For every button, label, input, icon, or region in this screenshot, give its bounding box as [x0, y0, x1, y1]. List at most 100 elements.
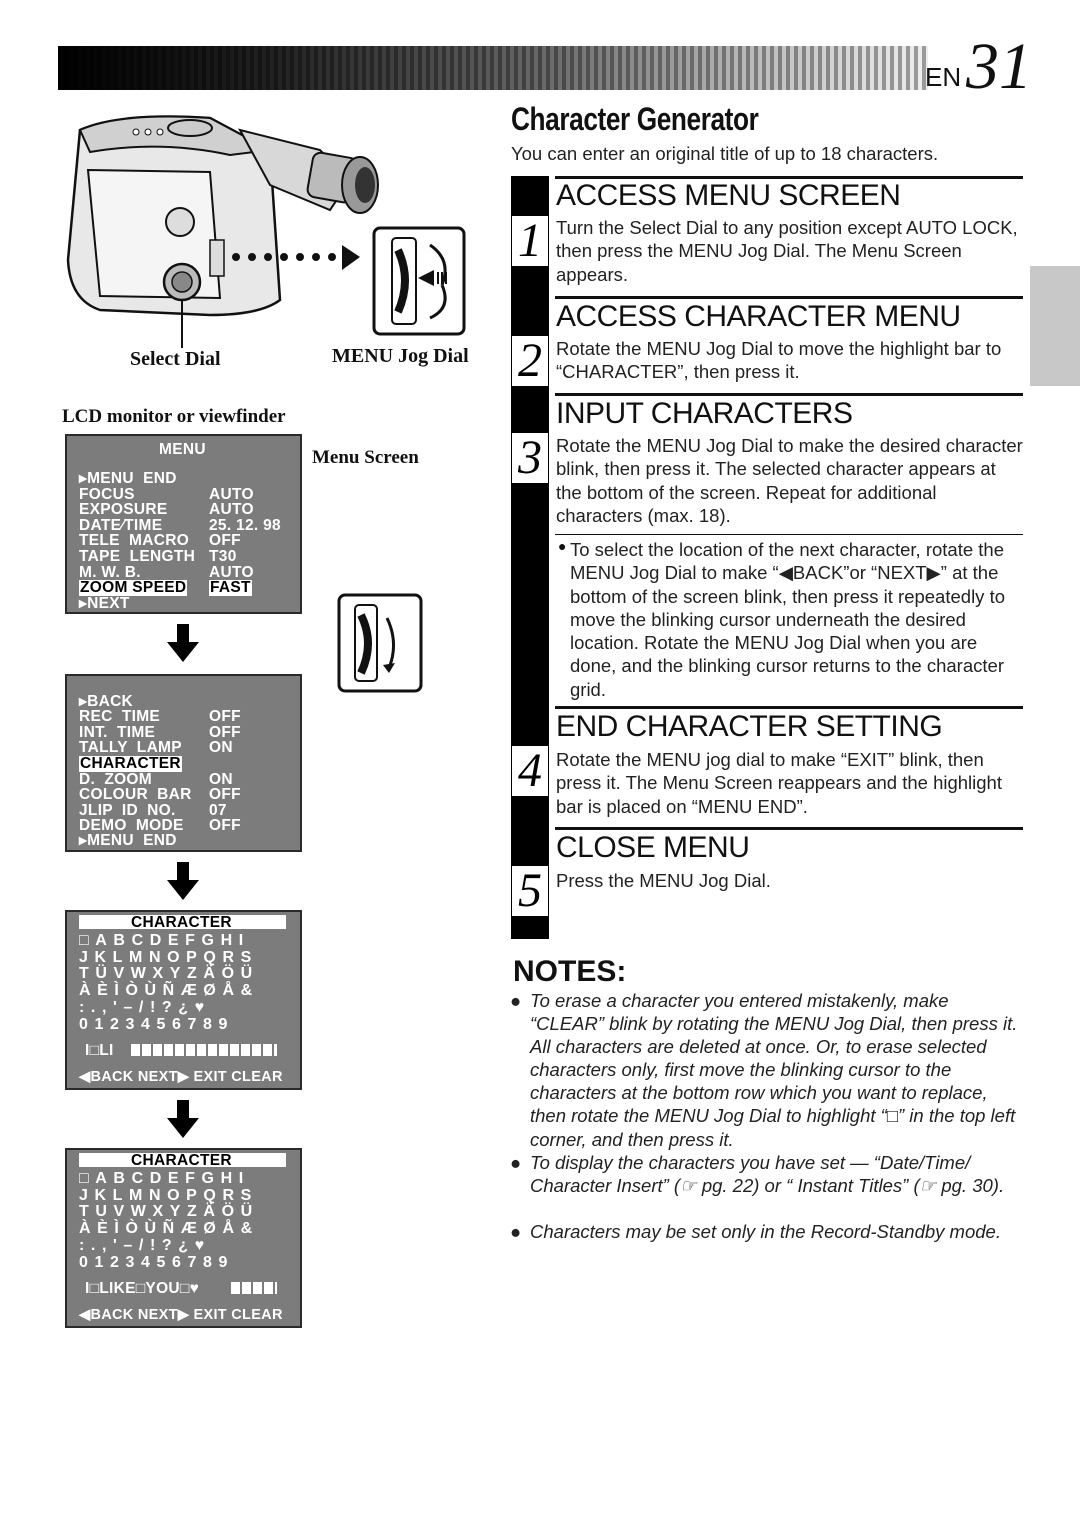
entered-characters: I□LI	[85, 1042, 114, 1059]
screen-footer: ◀BACK NEXT▶ EXIT CLEAR	[79, 1307, 283, 1323]
menu-screen-title: MENU	[159, 441, 206, 458]
menu-value: ON	[209, 739, 233, 756]
menu-row: DEMO MODE	[79, 817, 184, 834]
menu-row: REC TIME	[79, 708, 161, 725]
menu-row: FOCUS	[79, 486, 135, 503]
step-bullet-text: To select the location of the next chara…	[570, 539, 1005, 700]
step-text: Rotate the MENU Jog Dial to move the hig…	[556, 338, 1002, 383]
char-grid-row: 0123456789	[79, 1254, 234, 1271]
menu-value: OFF	[209, 724, 241, 741]
page-number: 31	[966, 30, 1032, 103]
note-text: Characters may be set only in the Record…	[530, 1221, 1001, 1242]
menu-value: OFF	[209, 817, 241, 834]
char-grid-row: TUVWXYZÄÖÜ	[79, 1203, 259, 1220]
menu-value: OFF	[209, 786, 241, 803]
page-title: Character Generator	[511, 101, 759, 137]
menu-value: AUTO	[209, 564, 254, 581]
step-text: Turn the Select Dial to any position exc…	[556, 217, 1018, 285]
menu-value: ON	[209, 771, 233, 788]
menu-row: M. W. B.	[79, 564, 141, 581]
bullet-icon: ●	[510, 1152, 522, 1173]
char-grid-row: :.,'–/!?¿♥	[79, 1237, 211, 1254]
character-result-screen: CHARACTER □ABCDEFGHI JKLMNOPQRS TUVWXYZÄ…	[65, 1148, 302, 1328]
menu-row: ▸BACK	[79, 693, 134, 710]
jog-dial-rotate-icon	[337, 593, 423, 693]
menu-row: DATE∕TIME	[79, 517, 163, 534]
menu-value: 25. 12. 98	[209, 517, 281, 534]
section-tab	[1030, 266, 1080, 386]
character-menu-screen: ▸BACK REC TIME OFF INT. TIME OFF TALLY L…	[65, 674, 302, 852]
title-bar	[79, 1153, 286, 1167]
step-rule	[555, 827, 1023, 830]
menu-value: T30	[209, 548, 237, 565]
character-screen-title: CHARACTER	[131, 914, 232, 931]
note-item: ● To display the characters you have set…	[510, 1151, 1025, 1223]
char-grid-row: 0123456789	[79, 1016, 234, 1033]
menu-row-highlighted: CHARACTER	[79, 755, 182, 772]
char-grid-row: □ABCDEFGHI	[79, 932, 250, 949]
menu-row-highlighted: ZOOM SPEED	[79, 579, 188, 596]
menu-value-blinking: FAST	[209, 579, 252, 596]
jog-dial-label: MENU Jog Dial	[332, 345, 469, 367]
page-subtitle: You can enter an original title of up to…	[511, 143, 939, 164]
char-grid-row: ÀÈÌÒÙÑÆØÅ&	[79, 982, 259, 999]
step-heading: INPUT CHARACTERS	[556, 397, 853, 430]
bullet-icon: ●	[510, 1221, 522, 1242]
menu-row: COLOUR BAR	[79, 786, 192, 803]
title-bar	[79, 915, 286, 929]
menu-row: D. ZOOM	[79, 771, 153, 788]
screen-footer: ◀BACK NEXT▶ EXIT CLEAR	[79, 1069, 283, 1085]
note-text: To display the characters you have set —…	[530, 1152, 1005, 1197]
menu-row: ▸MENU END	[79, 832, 177, 849]
blank-slots	[231, 1282, 277, 1294]
step-rule	[555, 393, 1023, 396]
blank-slots	[131, 1044, 277, 1056]
step-number: 1	[512, 216, 548, 266]
header-gradient-bar	[58, 46, 928, 90]
char-grid-row: :.,'–/!?¿♥	[79, 999, 211, 1016]
char-grid-row: JKLMNOPQRS	[79, 949, 258, 966]
down-arrow-icon	[167, 862, 199, 900]
menu-screen-label: Menu Screen	[312, 447, 419, 468]
menu-row: ▸NEXT	[79, 595, 130, 612]
step-heading: CLOSE MENU	[556, 831, 750, 864]
step-rule	[555, 296, 1023, 299]
step-text: Press the MENU Jog Dial.	[556, 870, 771, 891]
menu-row: JLIP ID NO.	[79, 802, 176, 819]
step-number: 3	[512, 433, 548, 483]
menu-row: TELE MACRO	[79, 532, 190, 549]
notes-title: NOTES:	[513, 955, 627, 988]
note-text: To erase a character you entered mistake…	[530, 990, 1018, 1150]
bullet-icon: ●	[558, 538, 567, 554]
step-divider	[555, 534, 1023, 535]
note-item: ● Characters may be set only in the Reco…	[510, 1220, 1025, 1270]
step-heading: END CHARACTER SETTING	[556, 710, 943, 743]
bullet-icon: ●	[510, 990, 522, 1011]
camcorder-illustration	[66, 115, 466, 348]
step-number: 4	[512, 746, 548, 796]
character-grid-screen: CHARACTER □ABCDEFGHI JKLMNOPQRS TÜVWXYZÄ…	[65, 910, 302, 1090]
step-number: 2	[512, 336, 548, 386]
menu-row: EXPOSURE	[79, 501, 168, 518]
step-bar	[511, 176, 549, 939]
character-screen-title: CHARACTER	[131, 1152, 232, 1169]
char-grid-row: ÀÈÌÒÙÑÆØÅ&	[79, 1220, 259, 1237]
step-number: 5	[512, 866, 548, 916]
step-text: Rotate the MENU Jog Dial to make the des…	[556, 435, 1023, 526]
note-item: ● To erase a character you entered mista…	[510, 989, 1025, 1153]
menu-row: TAPE LENGTH	[79, 548, 196, 565]
step-rule	[555, 706, 1023, 709]
menu-value: OFF	[209, 532, 241, 549]
select-dial-label: Select Dial	[130, 348, 221, 370]
lcd-label: LCD monitor or viewfinder	[62, 406, 286, 427]
menu-value: AUTO	[209, 486, 254, 503]
menu-row: TALLY LAMP	[79, 739, 182, 756]
char-grid-row: JKLMNOPQRS	[79, 1187, 258, 1204]
down-arrow-icon	[167, 1100, 199, 1138]
step-rule	[555, 176, 1023, 179]
step-text: Rotate the MENU jog dial to make “EXIT” …	[556, 749, 1002, 817]
char-grid-row: TÜVWXYZÄÖÜ	[79, 965, 259, 982]
menu-row: ▸MENU END	[79, 470, 177, 487]
menu-value: OFF	[209, 708, 241, 725]
step-heading: ACCESS CHARACTER MENU	[556, 300, 961, 333]
